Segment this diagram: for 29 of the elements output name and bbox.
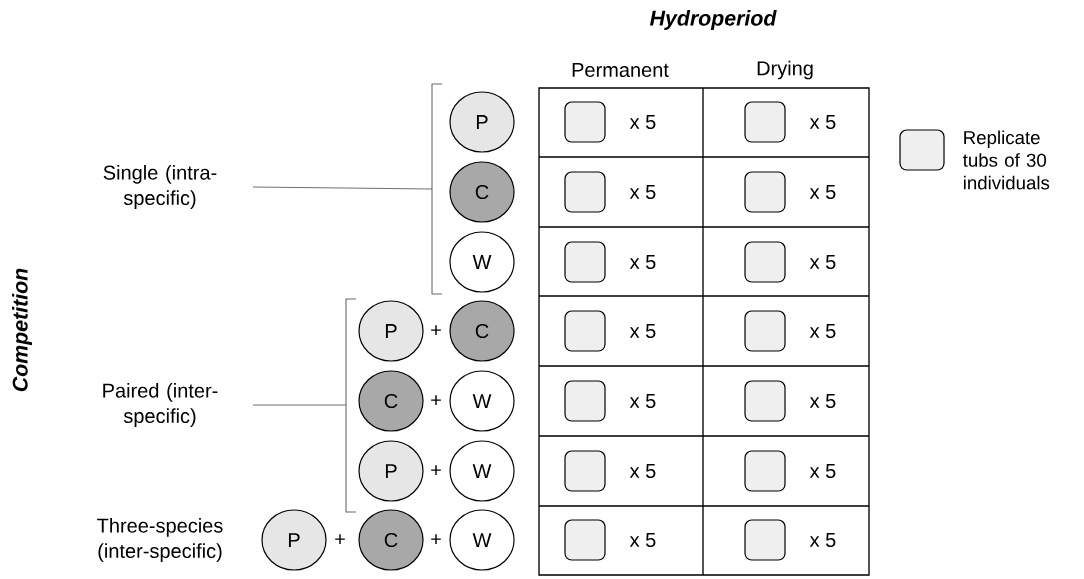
count-label: x 5 (629, 533, 656, 547)
count-label: x 5 (629, 185, 656, 199)
count-label: x 5 (809, 185, 836, 199)
count-label: x 5 (809, 324, 836, 338)
axis-title: Hydroperiod (650, 10, 777, 30)
count-label: x 5 (629, 324, 656, 338)
count-label: x 5 (809, 255, 836, 269)
group-label: Paired (inter-specific) (103, 383, 218, 427)
count-label: x 5 (809, 533, 836, 547)
connector-line (252, 404, 347, 406)
connector-line (252, 186, 433, 190)
count-label: x 5 (629, 115, 656, 129)
count-label: x 5 (629, 464, 656, 478)
group-label: Three-species (inter-specific) (97, 518, 223, 562)
legend-text: Replicate tubs of 30 individuals (963, 130, 1050, 190)
count-label: x 5 (809, 464, 836, 478)
count-label: x 5 (809, 115, 836, 129)
count-label: x 5 (629, 255, 656, 269)
plus-sign: + (431, 395, 441, 405)
plus-sign: + (431, 465, 441, 475)
count-label: x 5 (809, 394, 836, 408)
plus-sign: + (431, 325, 441, 335)
count-label: x 5 (629, 394, 656, 408)
axis-title: Competition (12, 268, 32, 392)
column-header: Permanent (572, 63, 669, 77)
group-label: Single (intra-specific) (103, 165, 217, 209)
column-header: Drying (757, 60, 813, 80)
plus-sign: + (335, 534, 345, 544)
plus-sign: + (431, 534, 441, 544)
